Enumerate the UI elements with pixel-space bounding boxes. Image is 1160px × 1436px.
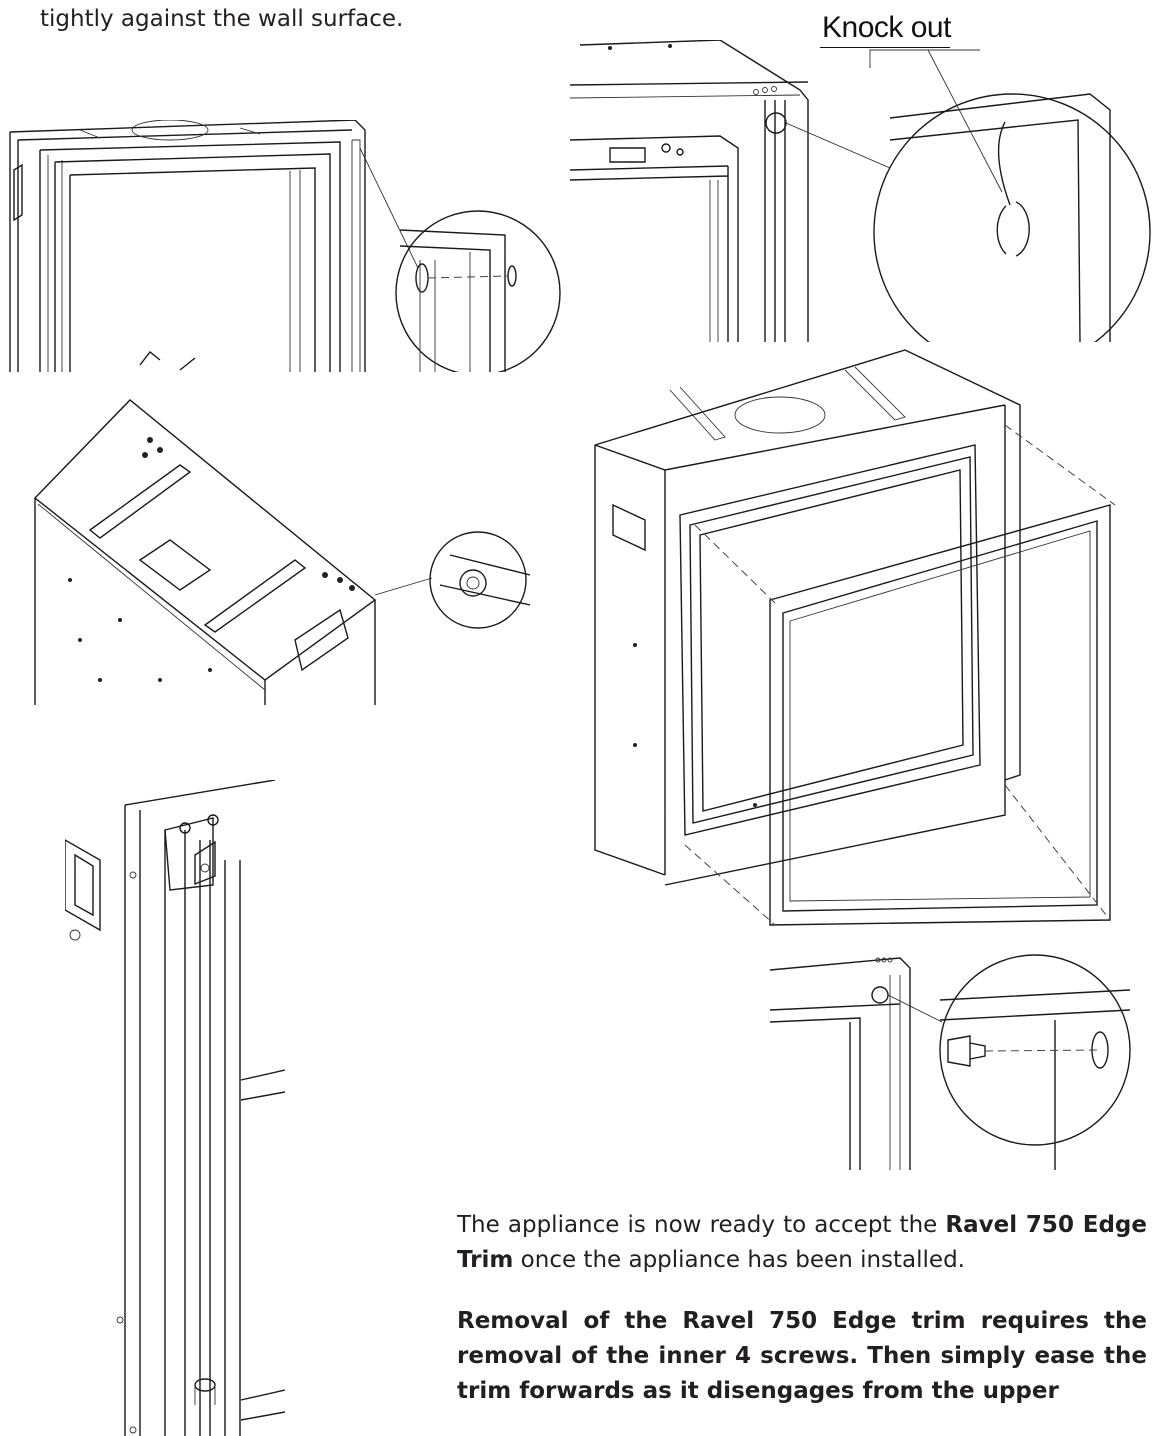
figure-side-frame [65, 780, 285, 1436]
paragraph-ready: The appliance is now ready to accept the… [457, 1208, 1147, 1278]
intro-text: tightly against the wall surface. [40, 6, 404, 32]
paragraph-removal: Removal of the Ravel 750 Edge trim requi… [457, 1308, 1147, 1404]
paragraph-ready-post: once the appliance has been installed. [513, 1247, 965, 1273]
figure-top-panel-nut [10, 380, 530, 705]
figure-appliance-trim [575, 345, 1145, 940]
figure-screw-detail [770, 950, 1160, 1170]
paragraph-ready-product: Ravel 750 Edge Trim [457, 1212, 1147, 1273]
figure-frame-detail [0, 120, 565, 372]
knock-out-underline [820, 47, 950, 48]
figure-knockout-detail [570, 40, 1160, 342]
paragraph-ready-pre: The appliance is now ready to accept the [457, 1212, 946, 1238]
knock-out-label: Knock out [822, 11, 951, 44]
